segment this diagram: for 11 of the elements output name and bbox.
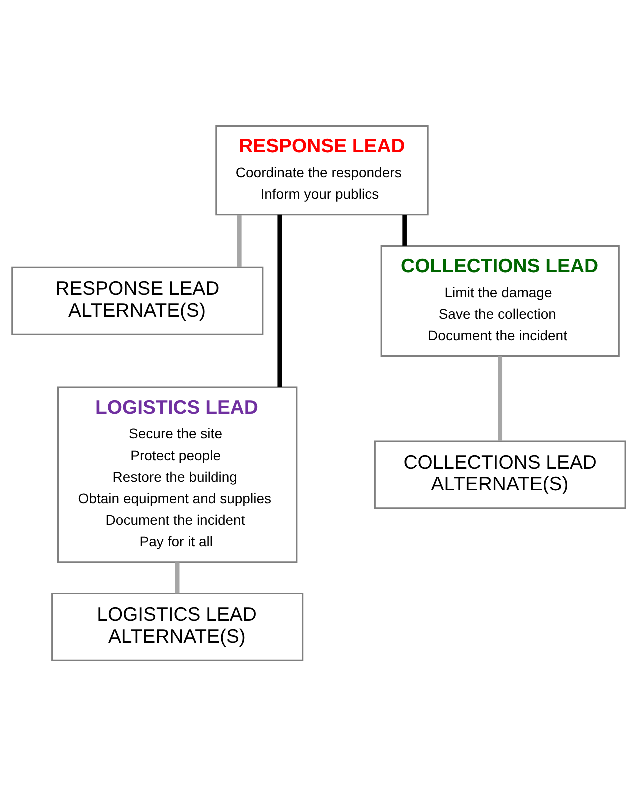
node-box: LOGISTICS LEAD Secure the site Protect people Restore the building Obtain equipment and supplies Document the incident Pay for it all	[57, 386, 298, 564]
node-box: COLLECTIONS LEAD ALTERNATE(S)	[374, 440, 626, 510]
connector	[175, 562, 180, 594]
node-box: COLLECTIONS LEAD Limit the damage Save the collection Document the incident	[380, 245, 620, 358]
connector	[402, 215, 407, 246]
connector	[278, 214, 282, 388]
connector	[498, 356, 503, 442]
node-box: LOGISTICS LEAD ALTERNATE(S)	[52, 592, 304, 662]
node-box: RESPONSE LEAD ALTERNATE(S)	[12, 266, 264, 336]
node-box: RESPONSE LEAD Coordinate the responders Inform your publics	[216, 126, 429, 216]
connector	[238, 215, 242, 268]
